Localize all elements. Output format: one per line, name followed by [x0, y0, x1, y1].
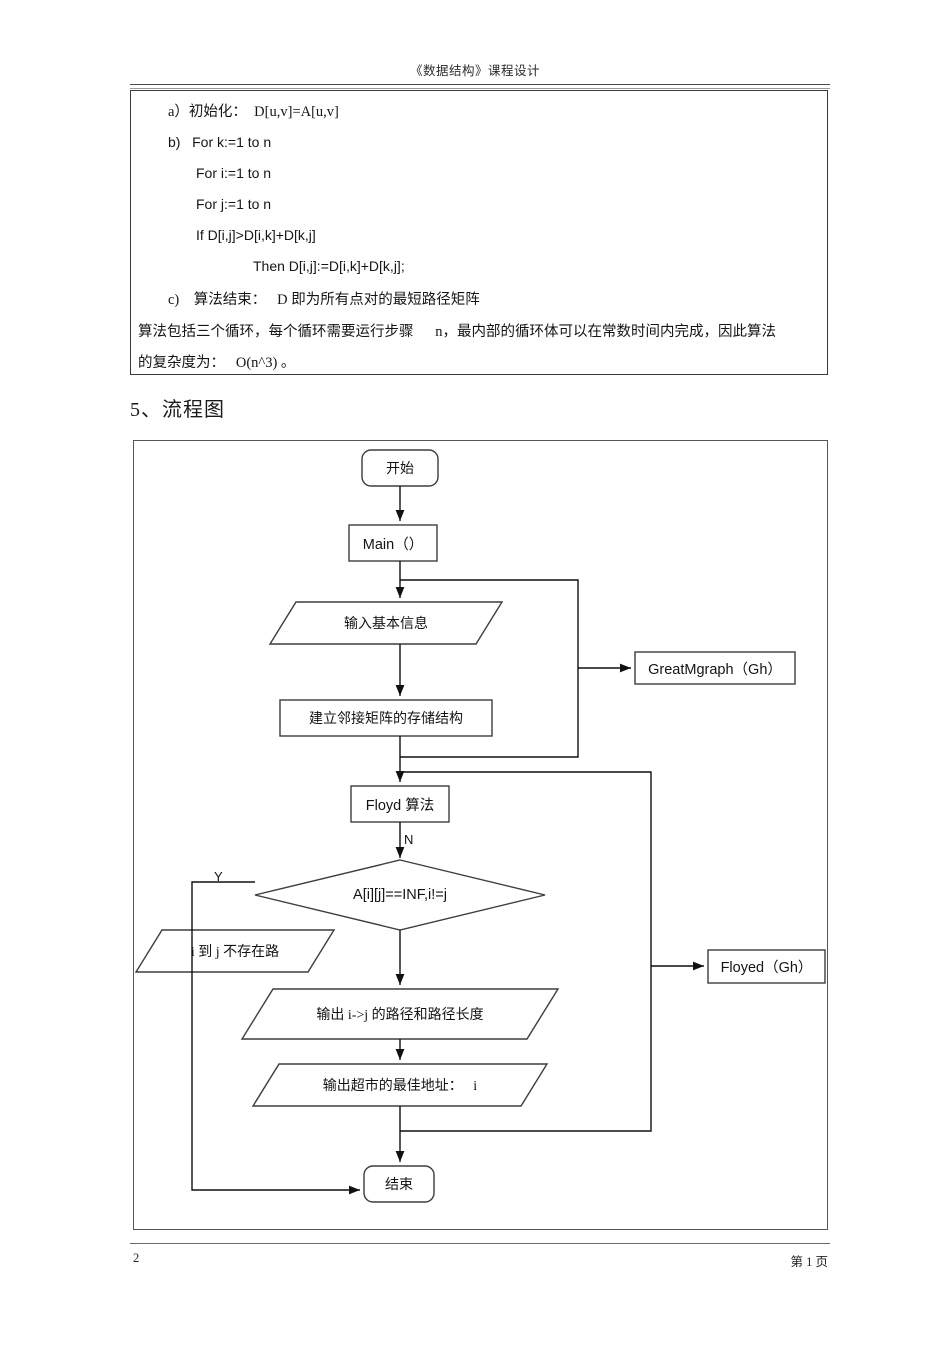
algorithm-box [130, 90, 828, 375]
algorithm-line: b) For k:=1 to n [168, 134, 272, 150]
footer-divider [130, 1243, 830, 1244]
flow-node-input [268, 601, 504, 645]
algorithm-paragraph-line: 算法包括三个循环，每个循环需要运行步骤 n，最内部的循环体可以在常数时间内完成，… [138, 324, 776, 340]
flow-node-start [361, 449, 439, 487]
flow-node-adjmatrix [279, 699, 493, 737]
footer-page-label-right: 第 1 页 [790, 1255, 828, 1269]
flow-branch-y-label: Y [214, 869, 223, 884]
flow-node-floyed [707, 949, 826, 984]
edge-floyd-right-loop [400, 771, 652, 1132]
algorithm-line: For i:=1 to n [196, 165, 272, 181]
algorithm-line: Then D[i,j]:=D[i,k]+D[k,j]; [253, 258, 405, 274]
flow-node-end [363, 1165, 435, 1203]
algorithm-paragraph-line: 的复杂度为： O(n^3) 。 [138, 355, 296, 371]
header-divider [130, 84, 830, 89]
flow-node-nopath [134, 929, 336, 973]
edge-decision-nopath-end [191, 881, 360, 1195]
flow-node-decision [254, 859, 546, 931]
algorithm-line: a）初始化： D[u,v]=A[u,v] [168, 104, 339, 120]
flow-node-floyd [350, 785, 450, 823]
running-header: 《数据结构》课程设计 [409, 64, 540, 78]
flow-node-outpath [240, 988, 560, 1040]
flow-node-outbest [251, 1063, 549, 1107]
flow-branch-n-label: N [404, 832, 414, 847]
flow-node-main [348, 524, 438, 562]
algorithm-line: For j:=1 to n [196, 196, 272, 212]
algorithm-line: c) 算法结束： D 即为所有点对的最短路径矩阵 [168, 292, 480, 308]
footer-page-number-left: 2 [133, 1251, 140, 1265]
algorithm-line: If D[i,j]>D[i,k]+D[k,j] [196, 227, 316, 243]
flow-node-greatmgraph [634, 651, 796, 685]
page-title: 5、流程图 [130, 399, 225, 421]
